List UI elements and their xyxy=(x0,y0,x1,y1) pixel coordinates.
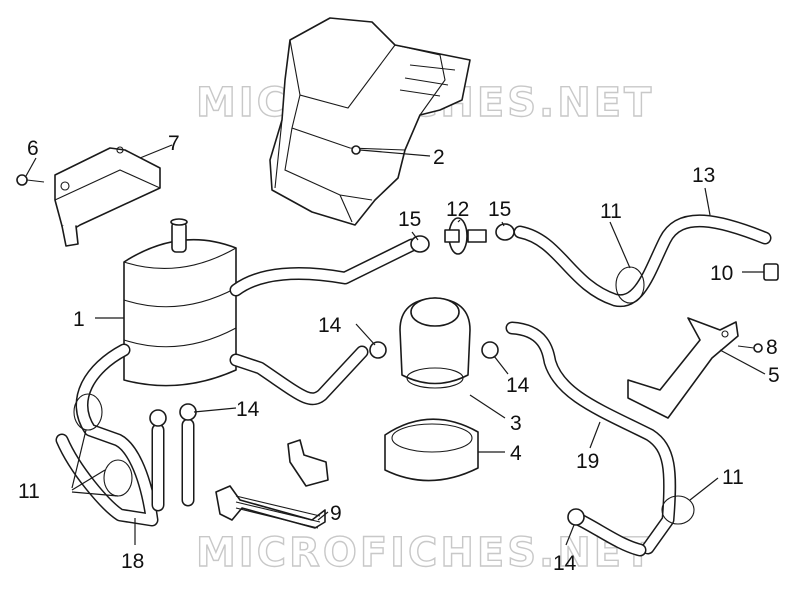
callout-5: 5 xyxy=(768,364,780,387)
callout-13: 13 xyxy=(692,164,715,187)
hose-18 xyxy=(55,343,159,527)
callout-2: 2 xyxy=(433,146,445,169)
callout-8: 8 xyxy=(766,336,778,359)
hose-14-lower xyxy=(573,513,647,557)
callout-14-bottom: 14 xyxy=(553,552,577,575)
callout-14-left: 14 xyxy=(236,398,260,421)
hose-13 xyxy=(513,214,772,308)
watermark-bottom: MICROFICHES.NET xyxy=(196,530,654,576)
canister-1 xyxy=(123,218,237,387)
bracket-7 xyxy=(54,146,161,247)
callout-15-left: 15 xyxy=(398,208,421,231)
callout-1: 1 xyxy=(73,308,85,331)
callout-19: 19 xyxy=(576,450,599,473)
callout-11-left: 11 xyxy=(18,480,40,503)
clamp-4 xyxy=(384,418,479,482)
callout-18: 18 xyxy=(121,550,144,573)
callout-14-mid: 14 xyxy=(318,314,342,337)
callout-14-right: 14 xyxy=(506,374,530,397)
callout-10: 10 xyxy=(710,262,733,285)
callout-9: 9 xyxy=(330,502,342,525)
callout-3: 3 xyxy=(510,412,522,435)
valve-3 xyxy=(399,297,471,389)
screw-2 xyxy=(351,145,361,155)
airbox-housing xyxy=(269,17,471,226)
clip-10 xyxy=(763,263,779,281)
hose-canister-lower xyxy=(229,345,369,406)
callout-11-top: 11 xyxy=(600,200,622,223)
screw-6 xyxy=(16,174,45,186)
clamp-15-left xyxy=(410,235,430,253)
callout-12: 12 xyxy=(446,198,469,221)
hose-main-top xyxy=(229,238,419,297)
clamp-15-right xyxy=(495,223,515,241)
hose-19 xyxy=(505,321,677,555)
leader-lines xyxy=(25,144,766,546)
callout-6: 6 xyxy=(27,137,39,160)
screw-8 xyxy=(737,343,763,353)
clamp-pack-9 xyxy=(215,439,329,529)
callout-7: 7 xyxy=(168,132,180,155)
callout-4: 4 xyxy=(510,442,522,465)
hose-small-drains xyxy=(151,418,195,512)
filter-12 xyxy=(444,217,487,255)
clamp-14-group xyxy=(149,341,585,526)
callout-15-right: 15 xyxy=(488,198,511,221)
callout-11-right: 11 xyxy=(722,466,744,489)
bracket-5 xyxy=(627,317,739,419)
